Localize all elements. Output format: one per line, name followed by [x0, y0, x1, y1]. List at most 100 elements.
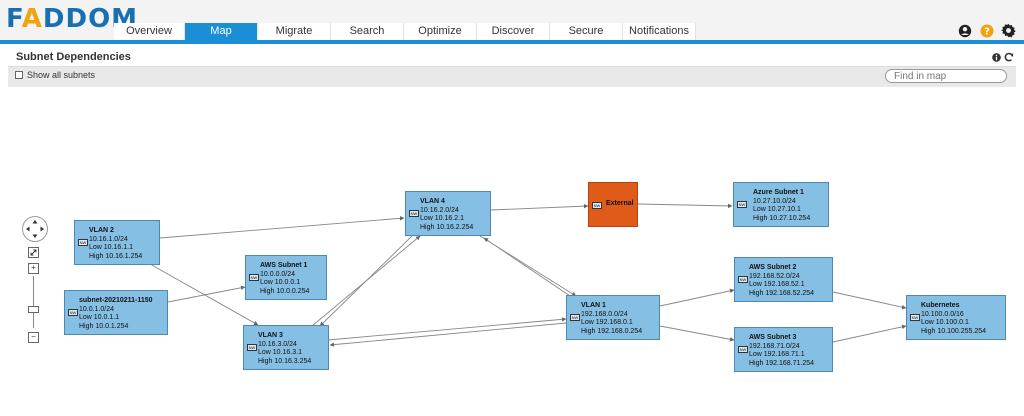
node-high: High 192.168.52.254 [749, 289, 814, 297]
zoom-slider-track[interactable] [33, 276, 34, 328]
node-subnet: 10.27.10.0/24 [753, 197, 796, 205]
node-name: Kubernetes [921, 302, 960, 309]
node-name: Azure Subnet 1 [753, 189, 804, 196]
node-low: Low 10.100.0.1 [921, 319, 969, 327]
node-subnet: 10.16.2.0/24 [420, 206, 459, 214]
header-icons: ? [957, 23, 1016, 38]
node-high: High 10.16.2.254 [420, 223, 474, 231]
tab-optimize[interactable]: Optimize [404, 23, 477, 40]
show-all-subnets-label: Show all subnets [27, 70, 96, 80]
help-icon[interactable]: ? [979, 23, 994, 38]
node-low: Low 10.16.3.1 [258, 349, 302, 357]
subnet-icon: NW [910, 314, 920, 321]
node-kubernetes[interactable]: NW Kubernetes 10.100.0.0/16 Low 10.100.0… [906, 295, 1006, 340]
show-all-subnets-option: Show all subnets [15, 70, 95, 80]
node-aws-subnet-3[interactable]: NW AWS Subnet 3 192.168.71.0/24 Low 192.… [734, 327, 833, 372]
pan-control-icon[interactable] [22, 216, 48, 242]
edge-vlan1-aws2 [659, 288, 735, 307]
user-icon[interactable] [957, 23, 972, 38]
node-low: Low 10.16.2.1 [420, 215, 464, 223]
node-name: VLAN 3 [258, 332, 283, 339]
show-all-subnets-checkbox[interactable] [15, 71, 23, 79]
main-tabs: Overview Map Migrate Search Optimize Dis… [114, 23, 696, 40]
edge-vlan1-vlan4-b [483, 237, 577, 301]
tab-secure[interactable]: Secure [550, 23, 623, 40]
subnet-icon: NW [570, 314, 580, 321]
title-icons [991, 52, 1014, 62]
edge-aws2-kubernetes [832, 291, 907, 310]
fit-to-screen-icon[interactable] [28, 247, 39, 258]
pan-up-arrow [32, 220, 38, 224]
edge-vlan2-vlan4 [159, 216, 405, 239]
node-subnet: 10.16.1.0/24 [89, 235, 128, 243]
node-subnet: 192.168.71.0/24 [749, 342, 800, 350]
subnet-icon: NW [409, 210, 419, 217]
tab-migrate[interactable]: Migrate [258, 23, 331, 40]
node-aws-subnet-2[interactable]: NW AWS Subnet 2 192.168.52.0/24 Low 192.… [734, 257, 833, 302]
node-subnet: 10.0.0.0/24 [260, 270, 296, 278]
node-vlan-2[interactable]: NW VLAN 2 10.16.1.0/24 Low 10.16.1.1 Hig… [74, 220, 160, 265]
edge-aws3-kubernetes [832, 324, 907, 343]
subnet-icon: NW [78, 239, 88, 246]
node-subnet-20210211-1150[interactable]: NW subnet-20210211-1150 10.0.1.0/24 Low … [64, 290, 168, 335]
node-vlan-1[interactable]: NW VLAN 1 192.168.0.0/24 Low 192.168.0.1… [566, 295, 660, 340]
subnet-icon: NW [738, 346, 748, 353]
node-high: High 10.0.1.254 [79, 322, 129, 330]
info-icon[interactable] [991, 52, 1001, 62]
pan-down-arrow [32, 234, 38, 238]
edge-external-azure [637, 203, 733, 209]
node-azure-subnet-1[interactable]: NW Azure Subnet 1 10.27.10.0/24 Low 10.2… [733, 182, 829, 227]
page-title: Subnet Dependencies [16, 51, 131, 63]
node-name: subnet-20210211-1150 [79, 297, 153, 304]
edge-vlan1-vlan3-b [329, 322, 567, 347]
pan-left-arrow [26, 226, 30, 232]
subnet-icon: NW [247, 344, 257, 351]
node-subnet: 10.0.1.0/24 [79, 305, 115, 313]
refresh-icon[interactable] [1004, 52, 1014, 62]
node-name: AWS Subnet 1 [260, 262, 308, 269]
edge-subnet-aws1 [167, 285, 246, 303]
node-subnet: 192.168.0.0/24 [581, 310, 628, 318]
edge-vlan4-vlan3-b [319, 235, 413, 327]
edge-vlan1-aws3 [659, 325, 735, 342]
node-aws-subnet-1[interactable]: NW AWS Subnet 1 10.0.0.0/24 Low 10.0.0.1… [245, 255, 327, 300]
map-toolbar: Show all subnets [8, 66, 1016, 87]
tab-notifications[interactable]: Notifications [623, 23, 696, 40]
zoom-slider-handle[interactable] [28, 306, 39, 313]
node-name: VLAN 2 [89, 227, 114, 234]
node-vlan-4[interactable]: NW VLAN 4 10.16.2.0/24 Low 10.16.2.1 Hig… [405, 191, 491, 236]
node-vlan-3[interactable]: NW VLAN 3 10.16.3.0/24 Low 10.16.3.1 Hig… [243, 325, 329, 370]
tab-overview[interactable]: Overview [114, 23, 185, 40]
node-external[interactable]: NW External [588, 182, 638, 227]
settings-icon[interactable] [1001, 23, 1016, 38]
tab-discover[interactable]: Discover [477, 23, 550, 40]
node-low: Low 192.168.0.1 [581, 319, 633, 327]
tab-map[interactable]: Map [185, 23, 258, 40]
svg-text:?: ? [984, 26, 990, 37]
edge-vlan3-vlan1-a [327, 317, 567, 341]
node-low: Low 10.27.10.1 [753, 206, 801, 214]
node-high: High 10.27.10.254 [753, 214, 811, 222]
node-low: Low 10.16.1.1 [89, 244, 133, 252]
tab-search[interactable]: Search [331, 23, 404, 40]
subnet-icon: NW [249, 274, 259, 281]
node-name: AWS Subnet 2 [749, 264, 797, 271]
find-in-map-input[interactable] [885, 69, 1007, 83]
edge-vlan2-vlan3 [149, 263, 259, 326]
logo-accent: A [21, 4, 43, 34]
node-high: High 192.168.0.254 [581, 327, 643, 335]
node-high: High 10.0.0.254 [260, 287, 310, 295]
node-high: High 10.16.1.254 [89, 252, 143, 260]
node-subnet: 10.16.3.0/24 [258, 340, 297, 348]
node-low: Low 10.0.0.1 [260, 279, 301, 287]
zoom-in-button[interactable]: + [28, 263, 39, 274]
logo-letter-f: F [6, 4, 22, 34]
pan-right-arrow [40, 226, 44, 232]
node-name: VLAN 1 [581, 302, 606, 309]
node-low: Low 10.0.1.1 [79, 314, 120, 322]
zoom-out-button[interactable]: − [28, 332, 39, 343]
node-name: External [606, 200, 634, 207]
header-accent-bar [0, 40, 1024, 44]
node-high: High 10.100.255.254 [921, 327, 986, 335]
